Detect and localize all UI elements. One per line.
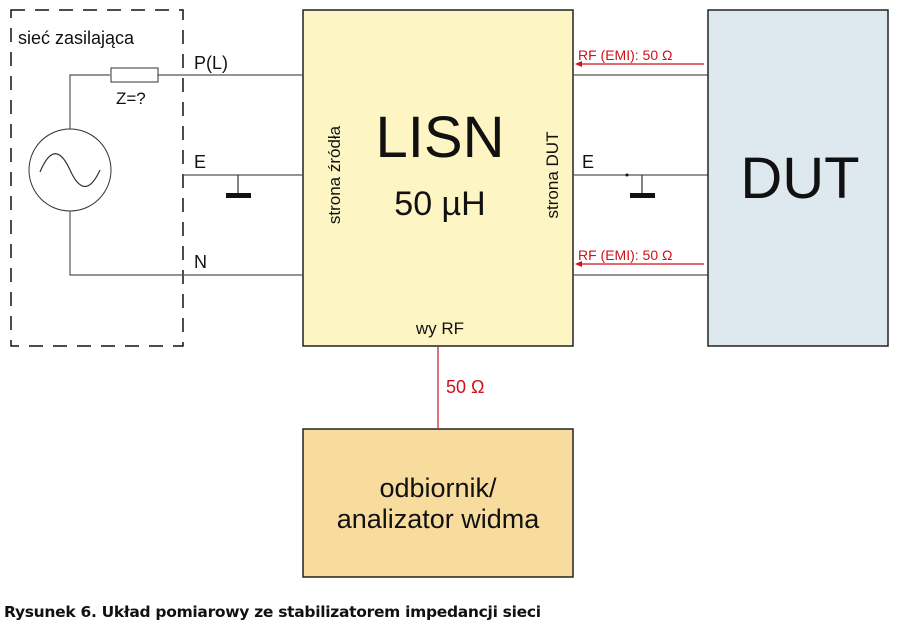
- lisn-dut-side-label: strona DUT: [543, 132, 562, 219]
- rf-emi-label-top: RF (EMI): 50 Ω: [578, 47, 672, 63]
- phase-wire: [69, 74, 110, 129]
- dut-earth-label: E: [582, 152, 594, 172]
- ground-icon: [226, 193, 251, 198]
- dut-box: [707, 9, 889, 347]
- analyzer-box: [302, 428, 574, 578]
- phase-label: P(L): [194, 53, 228, 73]
- power-source-label: sieć zasilająca: [18, 28, 135, 48]
- rf-arrow-top-icon: [575, 61, 582, 67]
- analyzer-label-line2: analizator widma: [337, 504, 541, 534]
- lisn-inductance: 50 µH: [394, 185, 485, 223]
- neutral-label: N: [194, 252, 207, 272]
- earth-label: E: [194, 152, 206, 172]
- power-source-boundary: [10, 9, 184, 347]
- lisn-title: LISN: [376, 105, 505, 170]
- impedance-label: Z=?: [116, 89, 146, 108]
- neutral-wire: [69, 211, 302, 276]
- rf-emi-label-bottom: RF (EMI): 50 Ω: [578, 247, 672, 263]
- dut-label: DUT: [740, 146, 859, 211]
- dut-ground-icon: [630, 193, 655, 198]
- lisn-rf-output-label: wy RF: [415, 319, 464, 338]
- rf-arrow-bottom-icon: [575, 261, 582, 267]
- lisn-box: [302, 9, 574, 347]
- analyzer-label-line1: odbiornik/: [379, 473, 497, 503]
- figure-caption: Rysunek 6. Układ pomiarowy ze stabilizat…: [4, 603, 541, 621]
- rf-output-impedance-label: 50 Ω: [446, 377, 484, 397]
- impedance-resistor: [110, 67, 159, 83]
- lisn-source-side-label: strona źródła: [325, 125, 344, 224]
